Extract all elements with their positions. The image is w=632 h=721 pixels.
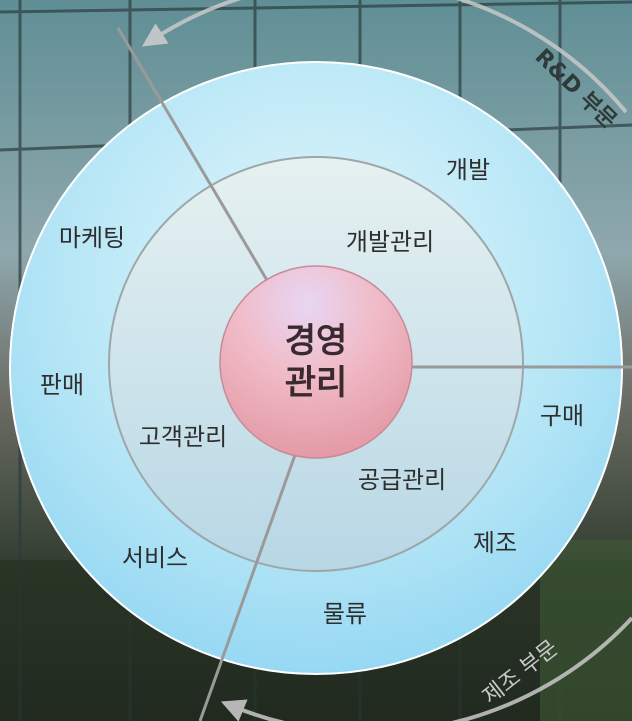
outer-label-dev: 개발 xyxy=(446,156,490,184)
cycle-arrows xyxy=(141,0,632,721)
outer-label-sales: 판매 xyxy=(40,371,84,399)
center-label-line1: 경영 xyxy=(285,321,348,361)
outer-label-service: 서비스 xyxy=(122,544,188,572)
top-arrow-arc xyxy=(141,0,628,114)
outer-label-marketing: 마케팅 xyxy=(59,224,125,252)
center-circle xyxy=(219,265,413,459)
outer-label-manufacture: 제조 xyxy=(473,529,517,557)
outer-label-logistics: 물류 xyxy=(323,600,367,628)
divider-top-left xyxy=(116,27,270,283)
divider-lines xyxy=(116,27,632,721)
inner-label-dev-mgmt: 개발관리 xyxy=(346,228,434,256)
bottom-arrow-arc xyxy=(220,616,632,721)
center-label-line2: 관리 xyxy=(285,363,348,403)
divider-bottom xyxy=(198,454,297,721)
inner-label-customer-mgmt: 고객관리 xyxy=(139,423,227,451)
outer-label-purchase: 구매 xyxy=(540,402,584,430)
inner-label-supply-mgmt: 공급관리 xyxy=(358,466,446,494)
